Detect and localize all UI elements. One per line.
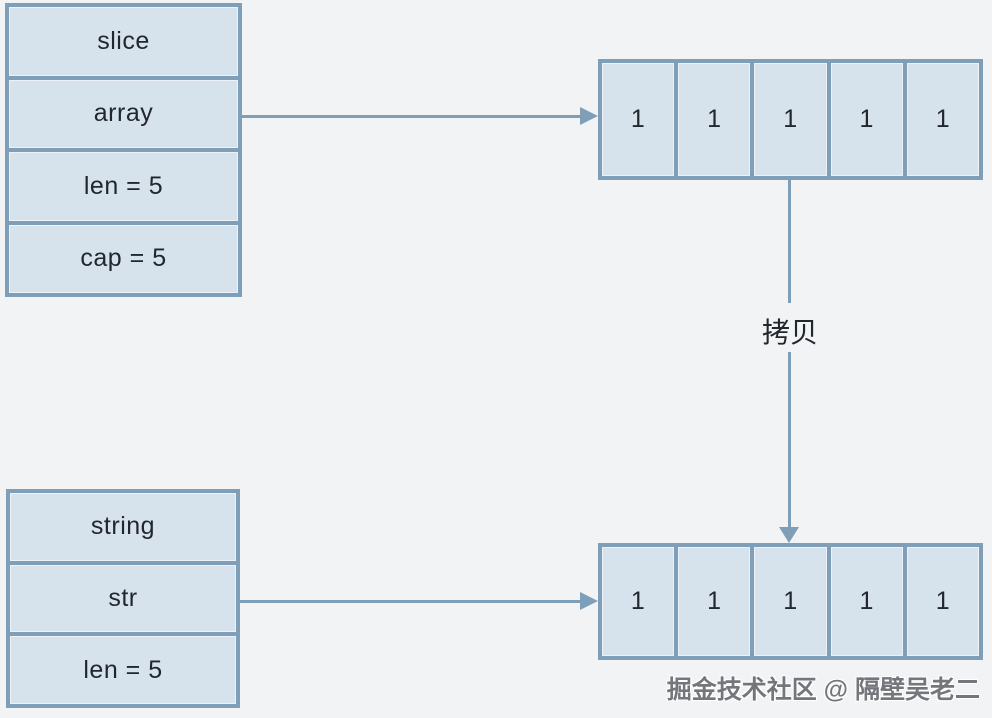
slice-struct-title: slice — [9, 7, 238, 76]
top-array-cell: 1 — [754, 63, 827, 176]
bottom-array-cell: 1 — [906, 547, 980, 656]
slice-struct-field-cap: cap = 5 — [9, 224, 238, 293]
arrow-array-to-top-array-head — [580, 107, 598, 125]
slice-struct-box: slice array len = 5 cap = 5 — [5, 3, 242, 297]
string-struct-title: string — [10, 493, 236, 561]
top-array-cell: 1 — [678, 63, 751, 176]
top-array-cell: 1 — [602, 63, 675, 176]
string-struct-field-len: len = 5 — [10, 636, 236, 705]
watermark: 掘金技术社区 @ 隔壁吴老二 — [666, 676, 980, 704]
copy-arrow-head — [779, 527, 799, 543]
bottom-array-cell: 1 — [602, 547, 675, 656]
slice-struct-field-len: len = 5 — [9, 152, 238, 221]
top-array-cell: 1 — [830, 63, 903, 176]
arrow-str-to-bottom-array-head — [580, 592, 598, 610]
bottom-array-cell: 1 — [830, 547, 903, 656]
bottom-array-cell: 1 — [754, 547, 827, 656]
copy-label: 拷贝 — [761, 317, 818, 348]
string-struct-field-str: str — [10, 564, 236, 633]
arrow-str-to-bottom-array-line — [240, 600, 582, 603]
slice-struct-field-array: array — [9, 79, 238, 148]
top-array: 1 1 1 1 1 — [598, 59, 983, 180]
bottom-array: 1 1 1 1 1 — [598, 543, 983, 660]
copy-arrow-line-lower — [788, 352, 791, 527]
bottom-array-cell: 1 — [678, 547, 751, 656]
top-array-cell: 1 — [906, 63, 980, 176]
string-struct-box: string str len = 5 — [6, 489, 240, 708]
copy-arrow-line-upper — [788, 180, 791, 303]
arrow-array-to-top-array-line — [242, 115, 582, 118]
